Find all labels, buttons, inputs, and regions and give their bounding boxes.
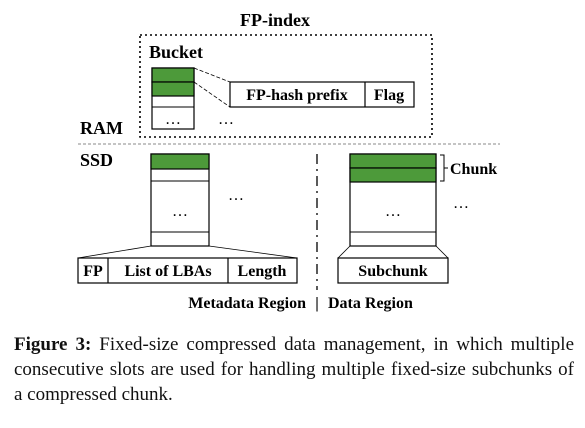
metadata-region-column: … xyxy=(150,153,210,247)
metadata-entry: FP List of LBAs Length xyxy=(77,257,298,284)
length-field: Length xyxy=(238,263,287,280)
fp-index-diagram: FP-index Bucket RAM … … FP-hash prefix F… xyxy=(77,10,500,312)
metadata-zoom-line-left xyxy=(77,245,152,259)
chunk-bracket xyxy=(440,154,448,182)
data-more-ellipsis: … xyxy=(453,195,469,212)
fp-hash-prefix-field: FP-hash prefix xyxy=(246,87,347,104)
caption-text: Fixed-size compressed data management, i… xyxy=(14,334,575,405)
bucket-zoom-line-bottom xyxy=(193,81,231,108)
bucket-more-ellipsis: … xyxy=(218,111,234,128)
metadata-more-ellipsis: … xyxy=(228,187,244,204)
bucket-slot-1 xyxy=(151,67,195,83)
fp-entry-frame xyxy=(229,81,415,108)
bucket-zoom-line-top xyxy=(193,67,231,83)
subchunk-label: Subchunk xyxy=(358,263,427,280)
bucket-label: Bucket xyxy=(149,42,203,62)
fp-index-title: FP-index xyxy=(240,10,310,30)
ram-label: RAM xyxy=(80,118,123,138)
metadata-slot xyxy=(150,153,210,170)
metadata-ellipsis: … xyxy=(172,203,188,220)
bucket-slot-2 xyxy=(151,81,195,97)
fp-field: FP xyxy=(83,263,103,280)
bucket: … xyxy=(151,67,195,130)
lba-list-field: List of LBAs xyxy=(124,263,211,280)
data-region-column: … xyxy=(349,153,437,247)
caption-label: Figure 3: xyxy=(14,334,92,355)
bucket-ellipsis: … xyxy=(165,111,181,128)
chunk-slot-1 xyxy=(349,153,437,169)
metadata-zoom-line-right xyxy=(208,245,298,259)
data-ellipsis: … xyxy=(385,203,401,220)
ssd-label: SSD xyxy=(80,150,113,170)
fp-entry: FP-hash prefix Flag xyxy=(229,81,415,108)
flag-field: Flag xyxy=(374,87,404,104)
region-separator: | xyxy=(315,295,319,312)
chunk-label: Chunk xyxy=(450,161,497,178)
subchunk-zoom-line-left xyxy=(337,245,351,259)
metadata-region-label: Metadata Region xyxy=(188,295,306,312)
subchunk-box xyxy=(337,257,449,284)
fp-index-box xyxy=(139,34,433,138)
subchunk-zoom-line-right xyxy=(435,245,449,259)
chunk-slot-2 xyxy=(349,167,437,183)
data-region-label: Data Region xyxy=(328,295,413,312)
figure-caption: Figure 3: Fixed-size compressed data man… xyxy=(14,332,574,407)
metadata-entry-frame xyxy=(77,257,298,284)
